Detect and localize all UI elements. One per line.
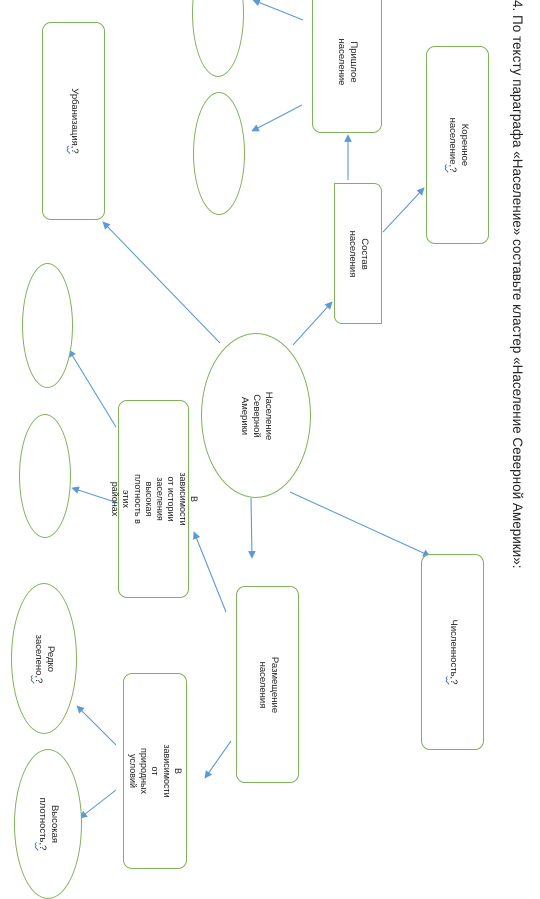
- arrow-razmeshchenie-nature: [204, 740, 232, 779]
- node-sostav-label: Состав населения: [347, 230, 370, 277]
- empty-ellipse-3: [22, 263, 73, 388]
- empty-ellipse-4: [19, 414, 71, 538]
- node-vysokaya: Высокая плотность,?: [14, 749, 82, 899]
- task-title: 4. По тексту параграфа «Население» соста…: [510, 0, 525, 569]
- arrow-prishloe-ellipse-top: [252, 0, 304, 21]
- node-history: В зависимости от истории заселения высок…: [110, 400, 199, 598]
- node-prishloe: Пришлое население: [312, 0, 382, 133]
- empty-ellipse-2: [193, 92, 245, 215]
- arrow-center-chislennost: [289, 491, 431, 557]
- node-redko: Редко заселено,?: [11, 583, 77, 734]
- node-center-label: Население Северной Америки: [239, 391, 274, 440]
- arrow-history-ellipse-4: [71, 486, 119, 504]
- node-urbanizaciya-label: Урбанизация,?: [68, 88, 80, 154]
- arrow-nature-redko: [76, 705, 117, 746]
- node-nature: В зависимости от природных условий: [123, 673, 187, 869]
- node-prishloe-label: Пришлое население: [336, 38, 359, 85]
- node-vysokaya-label: Высокая плотность,?: [37, 797, 60, 851]
- arrow-nature-vysokaya: [79, 789, 117, 819]
- node-urbanizaciya: Урбанизация,?: [42, 22, 105, 220]
- node-chislennost-label: Численность,?: [447, 619, 459, 685]
- node-korennoe: Коренное население,?: [426, 46, 489, 244]
- node-redko-label: Редко заселено,?: [33, 634, 56, 683]
- node-korennoe-label: Коренное население,?: [446, 117, 470, 173]
- arrow-prishloe-ellipse-2: [251, 104, 303, 132]
- node-razmeshchenie-label: Размещение населения: [256, 656, 280, 713]
- node-sostav: Состав населения: [334, 183, 382, 324]
- arrow-razmeshchenie-history: [192, 531, 227, 613]
- arrow-center-ellipse-3: [68, 349, 117, 428]
- node-history-label: В зависимости от истории заселения высок…: [109, 472, 199, 526]
- arrow-center-urbanizaciya: [102, 221, 221, 344]
- node-nature-label: В зависимости от природных условий: [128, 744, 184, 798]
- arrow-center-razmeshchenie: [248, 497, 256, 559]
- arrow-sostav-korennoe: [382, 187, 425, 233]
- node-chislennost: Численность,?: [421, 554, 484, 750]
- node-razmeshchenie: Размещение населения: [236, 586, 299, 783]
- node-center: Население Северной Америки: [201, 333, 311, 498]
- arrow-center-sostav: [292, 301, 333, 346]
